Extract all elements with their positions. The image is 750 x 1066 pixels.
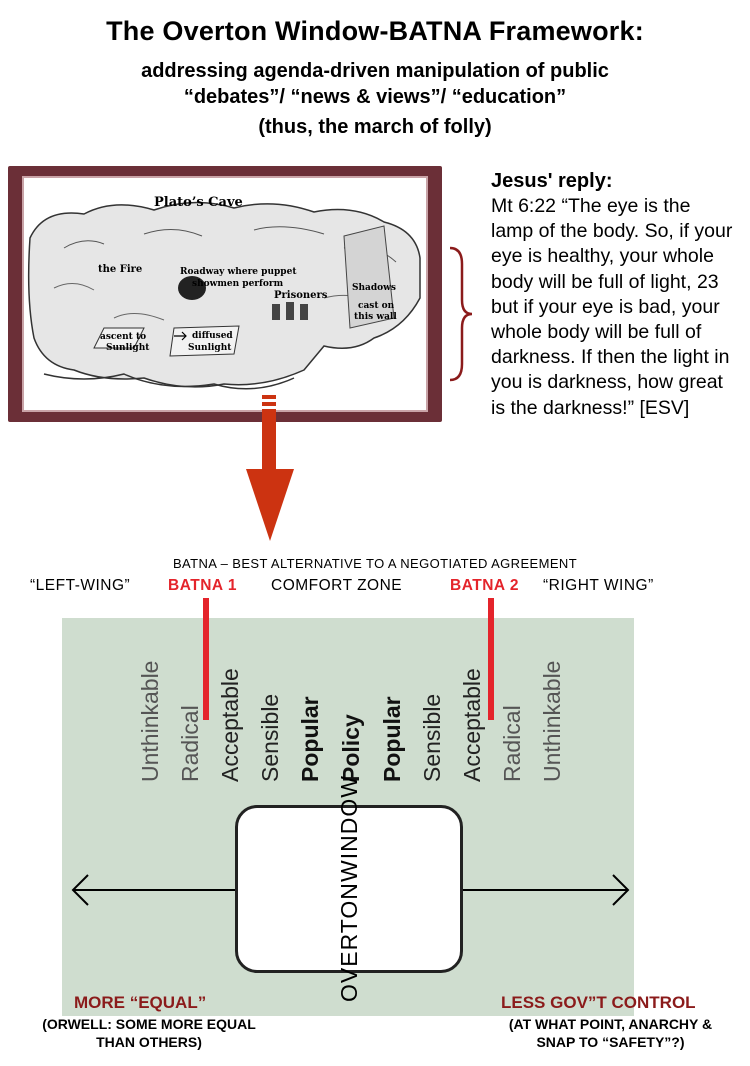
scale-word: Acceptable xyxy=(217,668,243,782)
batna-1-label: BATNA 1 xyxy=(168,577,237,594)
batna-1-marker xyxy=(203,598,209,720)
scale-word: Radical xyxy=(499,705,525,782)
right-arrowhead-icon xyxy=(612,874,630,906)
cave-label-prisoners: Prisoners xyxy=(274,290,328,301)
batna-definition: BATNA – BEST ALTERNATIVE TO A NEGOTIATED… xyxy=(172,556,578,571)
down-arrow-icon xyxy=(246,395,294,541)
cave-small-arrow-icon xyxy=(174,331,187,341)
subtitle-line-1: addressing agenda-driven manipulation of… xyxy=(141,60,609,82)
reply-heading: Jesus' reply: xyxy=(491,170,613,192)
scale-word: Policy xyxy=(338,714,364,782)
cave-label-diffused: diffused xyxy=(192,331,233,341)
scale-word: Acceptable xyxy=(459,668,485,782)
subtitle-line-2: “debates”/ “news & views”/ “education” xyxy=(183,86,567,108)
batna-2-marker xyxy=(488,598,494,720)
cave-drawing: Plato’s Cave the Fire Roadway where pupp… xyxy=(27,195,421,390)
cave-label-roadway-2: showmen perform xyxy=(192,279,284,289)
scale-word: Popular xyxy=(379,696,405,782)
left-wing-label: “LEFT-WING” xyxy=(30,577,131,594)
curly-brace-icon xyxy=(449,246,473,382)
right-footer-note-2: SNAP TO “SAFETY”?) xyxy=(536,1034,685,1050)
scale-word: Popular xyxy=(297,696,323,782)
right-footer-note-1: (AT WHAT POINT, ANARCHY & xyxy=(508,1016,713,1032)
cave-label-ascent-2: Sunlight xyxy=(106,343,150,353)
overton-window-line-2: WINDOW xyxy=(336,775,362,883)
scale-word: Sensible xyxy=(257,693,283,782)
overton-window-label: OVERTON WINDOW xyxy=(238,776,460,1003)
main-title: The Overton Window-BATNA Framework: xyxy=(106,16,644,46)
scale-word: Sensible xyxy=(419,693,445,782)
cave-label-this-wall: this wall xyxy=(354,312,397,322)
cave-label-diffused-2: Sunlight xyxy=(188,343,232,353)
batna-2-label: BATNA 2 xyxy=(450,577,519,594)
cave-label-cast-on: cast on xyxy=(358,301,395,311)
left-footer-title: MORE “EQUAL” xyxy=(74,993,207,1012)
overton-window-box: OVERTON WINDOW xyxy=(235,776,463,1003)
right-wing-label: “RIGHT WING” xyxy=(543,577,654,594)
scale-word: Unthinkable xyxy=(137,660,163,782)
comfort-zone-label: COMFORT ZONE xyxy=(271,577,403,594)
cave-title: Plato’s Cave xyxy=(154,195,243,210)
scale-word: Radical xyxy=(177,705,203,782)
scale-word: Unthinkable xyxy=(539,660,565,782)
left-footer-note-1: (ORWELL: SOME MORE EQUAL xyxy=(42,1016,256,1032)
reply-quote: Mt 6:22 “The eye is the lamp of the body… xyxy=(491,195,733,419)
platos-cave-illustration: Plato’s Cave the Fire Roadway where pupp… xyxy=(22,176,428,412)
cave-label-ascent: ascent to xyxy=(100,332,146,342)
subtitle-line-3: (thus, the march of folly) xyxy=(258,116,492,138)
right-footer-title: LESS GOV”T CONTROL xyxy=(501,993,696,1012)
platos-cave-frame: Plato’s Cave the Fire Roadway where pupp… xyxy=(8,166,442,422)
cave-label-roadway: Roadway where puppet xyxy=(180,267,297,277)
left-arrowhead-icon xyxy=(71,874,89,906)
overton-window-line-1: OVERTON xyxy=(336,882,362,1003)
cave-label-shadows: Shadows xyxy=(352,283,396,293)
left-footer-note-2: THAN OTHERS) xyxy=(96,1034,202,1050)
cave-label-fire: the Fire xyxy=(98,264,142,275)
